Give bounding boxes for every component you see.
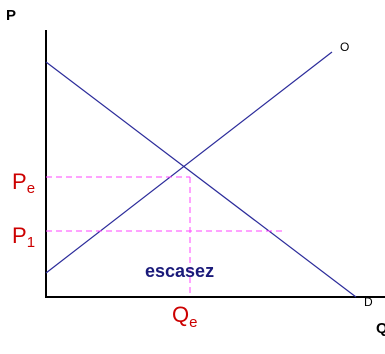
ceiling-price-sub: 1 [27, 234, 35, 251]
y-axis-label: P [6, 7, 16, 24]
shortage-label: escasez [145, 261, 214, 281]
equilibrium-quantity-sub: e [189, 314, 197, 331]
supply-curve-label: O [340, 40, 349, 54]
ceiling-price-main: P [12, 223, 27, 248]
equilibrium-quantity-main: Q [172, 302, 189, 327]
supply-curve [45, 51, 333, 274]
x-axis-label: Q [376, 320, 385, 337]
demand-curve-label: D [364, 295, 373, 309]
equilibrium-price-sub: e [27, 180, 35, 197]
ceiling-price-label: P1 [12, 223, 35, 251]
equilibrium-price-main: P [12, 169, 27, 194]
demand-curve [45, 61, 357, 298]
equilibrium-price-label: Pe [12, 169, 35, 197]
equilibrium-quantity-label: Qe [172, 302, 197, 331]
